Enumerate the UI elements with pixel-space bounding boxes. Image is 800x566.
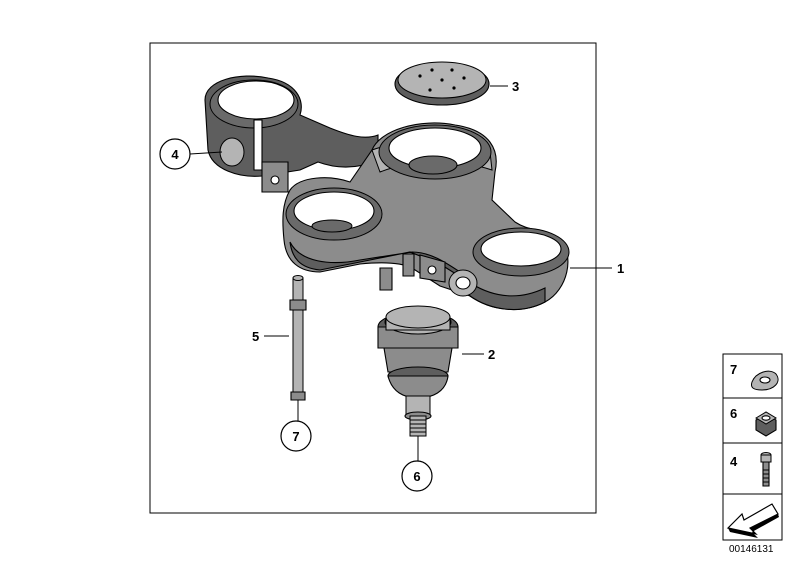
callout-1: 1 xyxy=(617,261,624,276)
diagram-frame xyxy=(149,42,597,514)
callout-5: 5 xyxy=(252,329,259,344)
hex-nut-icon xyxy=(755,411,777,437)
callout-6-circle xyxy=(401,460,433,492)
legend-panel: 7 6 4 xyxy=(722,353,783,541)
steering-stem-part[interactable] xyxy=(377,305,459,437)
callout-6: 6 xyxy=(413,469,420,484)
callout-7: 7 xyxy=(292,429,299,444)
legend-number-6: 6 xyxy=(730,406,737,421)
fork-bridge-part[interactable] xyxy=(204,75,570,311)
legend-number-4: 4 xyxy=(730,454,738,469)
callout-7-circle xyxy=(280,420,312,452)
cover-cap-part[interactable] xyxy=(394,61,490,106)
callout-leader-4 xyxy=(189,151,223,155)
callout-4: 4 xyxy=(171,147,179,162)
legend-number-7: 7 xyxy=(730,362,737,377)
callout-3: 3 xyxy=(512,79,519,94)
socket-screw-icon xyxy=(760,452,772,487)
fork-stud-part[interactable] xyxy=(289,275,307,401)
diagram-id: 00146131 xyxy=(729,544,774,555)
arrow-icon xyxy=(726,503,779,538)
washer-icon xyxy=(751,370,779,391)
callout-2: 2 xyxy=(488,347,495,362)
